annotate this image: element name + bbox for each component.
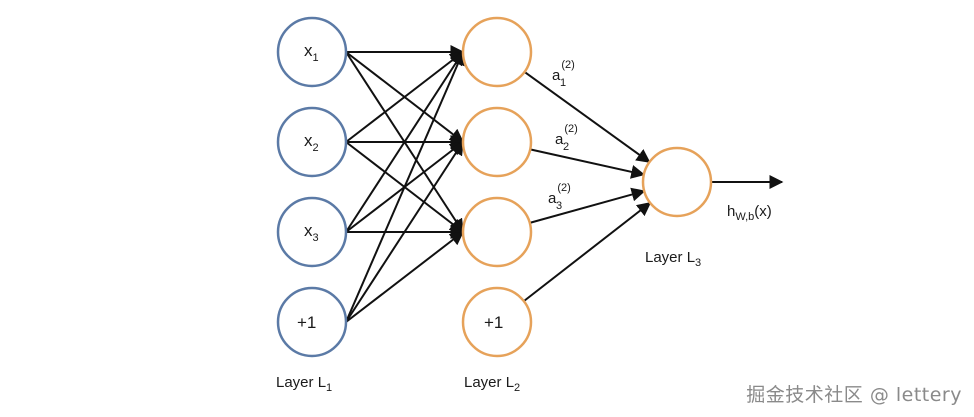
- watermark: 掘金技术社区 @ lettery: [746, 384, 962, 406]
- layer-label-l1: Layer L1: [276, 374, 332, 394]
- activation-label-a3: a(2)3: [548, 182, 571, 212]
- input-node-label-x2: x2: [304, 131, 319, 154]
- edge-l2-1-to-l3: [523, 71, 651, 163]
- output-node: [641, 146, 713, 218]
- input-bias-label: +1: [297, 313, 316, 332]
- input-node-1: [276, 16, 348, 88]
- input-node-3: [276, 196, 348, 268]
- input-node-2: [276, 106, 348, 178]
- hidden-node-3: [461, 196, 533, 268]
- output-label: hW,b(x): [727, 203, 772, 223]
- hidden-node-2: [461, 106, 533, 178]
- edge-l1-4-to-l2-1: [345, 50, 465, 323]
- edges-group: [345, 45, 784, 323]
- input-bias-node: [276, 286, 348, 358]
- hidden-node-1: [461, 16, 533, 88]
- layer-label-l2: Layer L2: [464, 374, 520, 394]
- edge-l1-4-to-l2-2: [345, 140, 464, 323]
- edge-l2-2-to-l3: [529, 148, 646, 179]
- edge-l2-3-to-l3: [529, 187, 646, 224]
- edge-l2-4-to-l3: [523, 202, 652, 302]
- activation-label-a1: a(2)1: [552, 59, 575, 89]
- input-node-label-x1: x1: [304, 41, 319, 64]
- edge-l1-3-to-l2-1: [345, 50, 464, 233]
- edge-l1-4-to-l2-3: [345, 231, 465, 323]
- edge-l1-2-to-l2-1: [345, 51, 465, 143]
- hidden-bias-node: [461, 286, 533, 358]
- nodes-group: [276, 16, 713, 358]
- activation-label-a2: a(2)2: [555, 123, 578, 153]
- input-node-label-x3: x3: [304, 221, 319, 244]
- layer-label-l3: Layer L3: [645, 249, 701, 269]
- hidden-bias-label: +1: [484, 313, 503, 332]
